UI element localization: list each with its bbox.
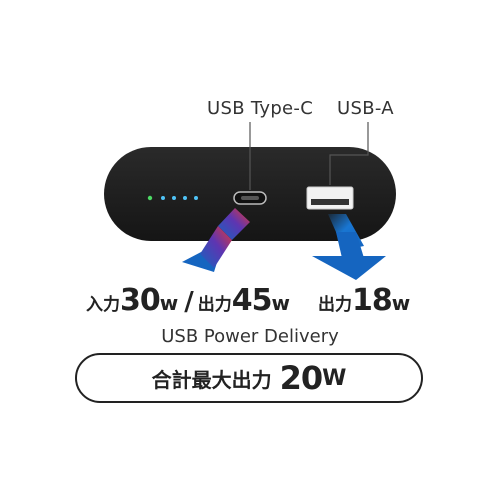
output-a-unit: w (391, 291, 411, 315)
usb-c-label: USB Type-C (207, 98, 314, 119)
usb-a-leader-line (329, 122, 369, 185)
input-arrow-icon (182, 208, 250, 272)
total-output-value: 20 (279, 359, 324, 397)
usb-c-spec: 入力 30 w / 出力 45 w (86, 283, 292, 323)
input-label: 入力 (86, 295, 120, 315)
total-output-label: 合計最大出力 (151, 367, 272, 392)
usb-a-label: USB-A (337, 98, 394, 119)
output-a-value: 18 (352, 283, 393, 318)
output-arrow-icon (312, 214, 386, 280)
usb-c-port-icon (233, 191, 267, 205)
output-c-label: 出力 (197, 295, 232, 315)
usb-a-port-icon (306, 186, 354, 210)
spec-separator: / (184, 287, 194, 317)
led-indicator-icon (147, 195, 198, 201)
input-unit: w (159, 291, 179, 315)
input-value: 30 (120, 283, 161, 318)
output-c-value: 45 (231, 283, 273, 318)
usb-a-spec: 出力 18 w (318, 283, 412, 323)
output-c-unit: w (271, 291, 290, 315)
output-a-label: 出力 (318, 295, 352, 315)
usb-pd-label: USB Power Delivery (161, 326, 339, 347)
total-output-unit: W (322, 365, 347, 391)
total-output-badge: 合計最大出力 20 W (75, 353, 423, 403)
